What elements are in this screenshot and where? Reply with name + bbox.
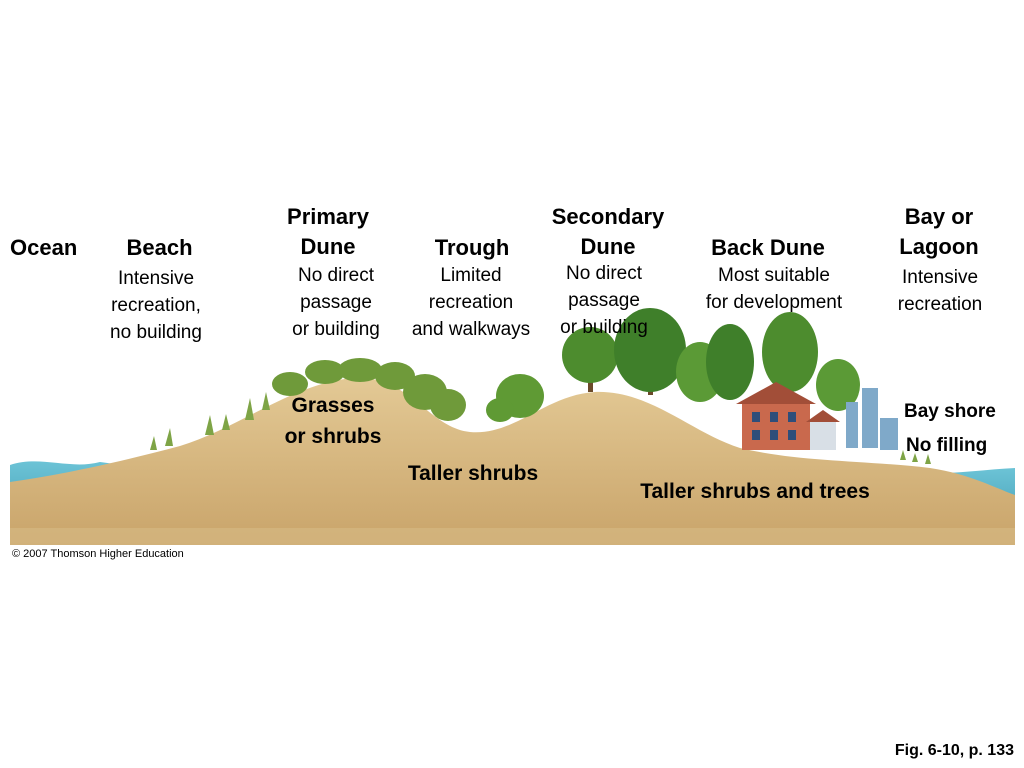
- zone-ocean-title: Ocean: [10, 235, 78, 260]
- zone-primary-dune-description: No direct passage or building: [292, 265, 380, 340]
- beach-grass: [150, 392, 270, 450]
- city-skyline: [846, 388, 898, 450]
- figure-reference: Fig. 6-10, p. 133: [894, 742, 1014, 759]
- secondary-dune-trees: [562, 308, 860, 411]
- label-no-filling: No filling: [906, 435, 988, 456]
- zone-secondary-dune-title: Secondary Dune: [551, 204, 665, 259]
- zone-back-dune-title: Back Dune: [711, 235, 825, 260]
- zone-bay-lagoon-description: Intensive recreation: [897, 267, 983, 315]
- label-taller-shrubs-and-trees: Taller shrubs and trees: [640, 480, 870, 503]
- zone-secondary-dune-description: No direct passage or building: [560, 263, 648, 338]
- zone-trough-description: Limited recreation and walkways: [411, 265, 531, 340]
- zone-bay-lagoon-title: Bay or Lagoon: [899, 204, 979, 259]
- primary-dune-shrubs: [272, 358, 466, 421]
- zone-primary-dune-title: Primary Dune: [287, 204, 369, 259]
- ground-band: [10, 528, 1015, 545]
- copyright-notice: © 2007 Thomson Higher Education: [12, 548, 184, 560]
- label-bay-shore: Bay shore: [904, 401, 996, 422]
- trough-shrubs: [486, 374, 544, 422]
- zone-beach-title: Beach: [126, 235, 193, 260]
- zone-trough-title: Trough: [434, 235, 510, 260]
- bay-shore-grass: [900, 450, 931, 464]
- zone-back-dune-description: Most suitable for development: [705, 265, 843, 313]
- label-taller-shrubs: Taller shrubs: [407, 462, 539, 485]
- house: [736, 382, 840, 450]
- label-grasses-or-shrubs: Grasses or shrubs: [284, 394, 382, 448]
- zone-beach-description: Intensive recreation, no building: [110, 268, 202, 343]
- dune-profile: [10, 378, 1015, 545]
